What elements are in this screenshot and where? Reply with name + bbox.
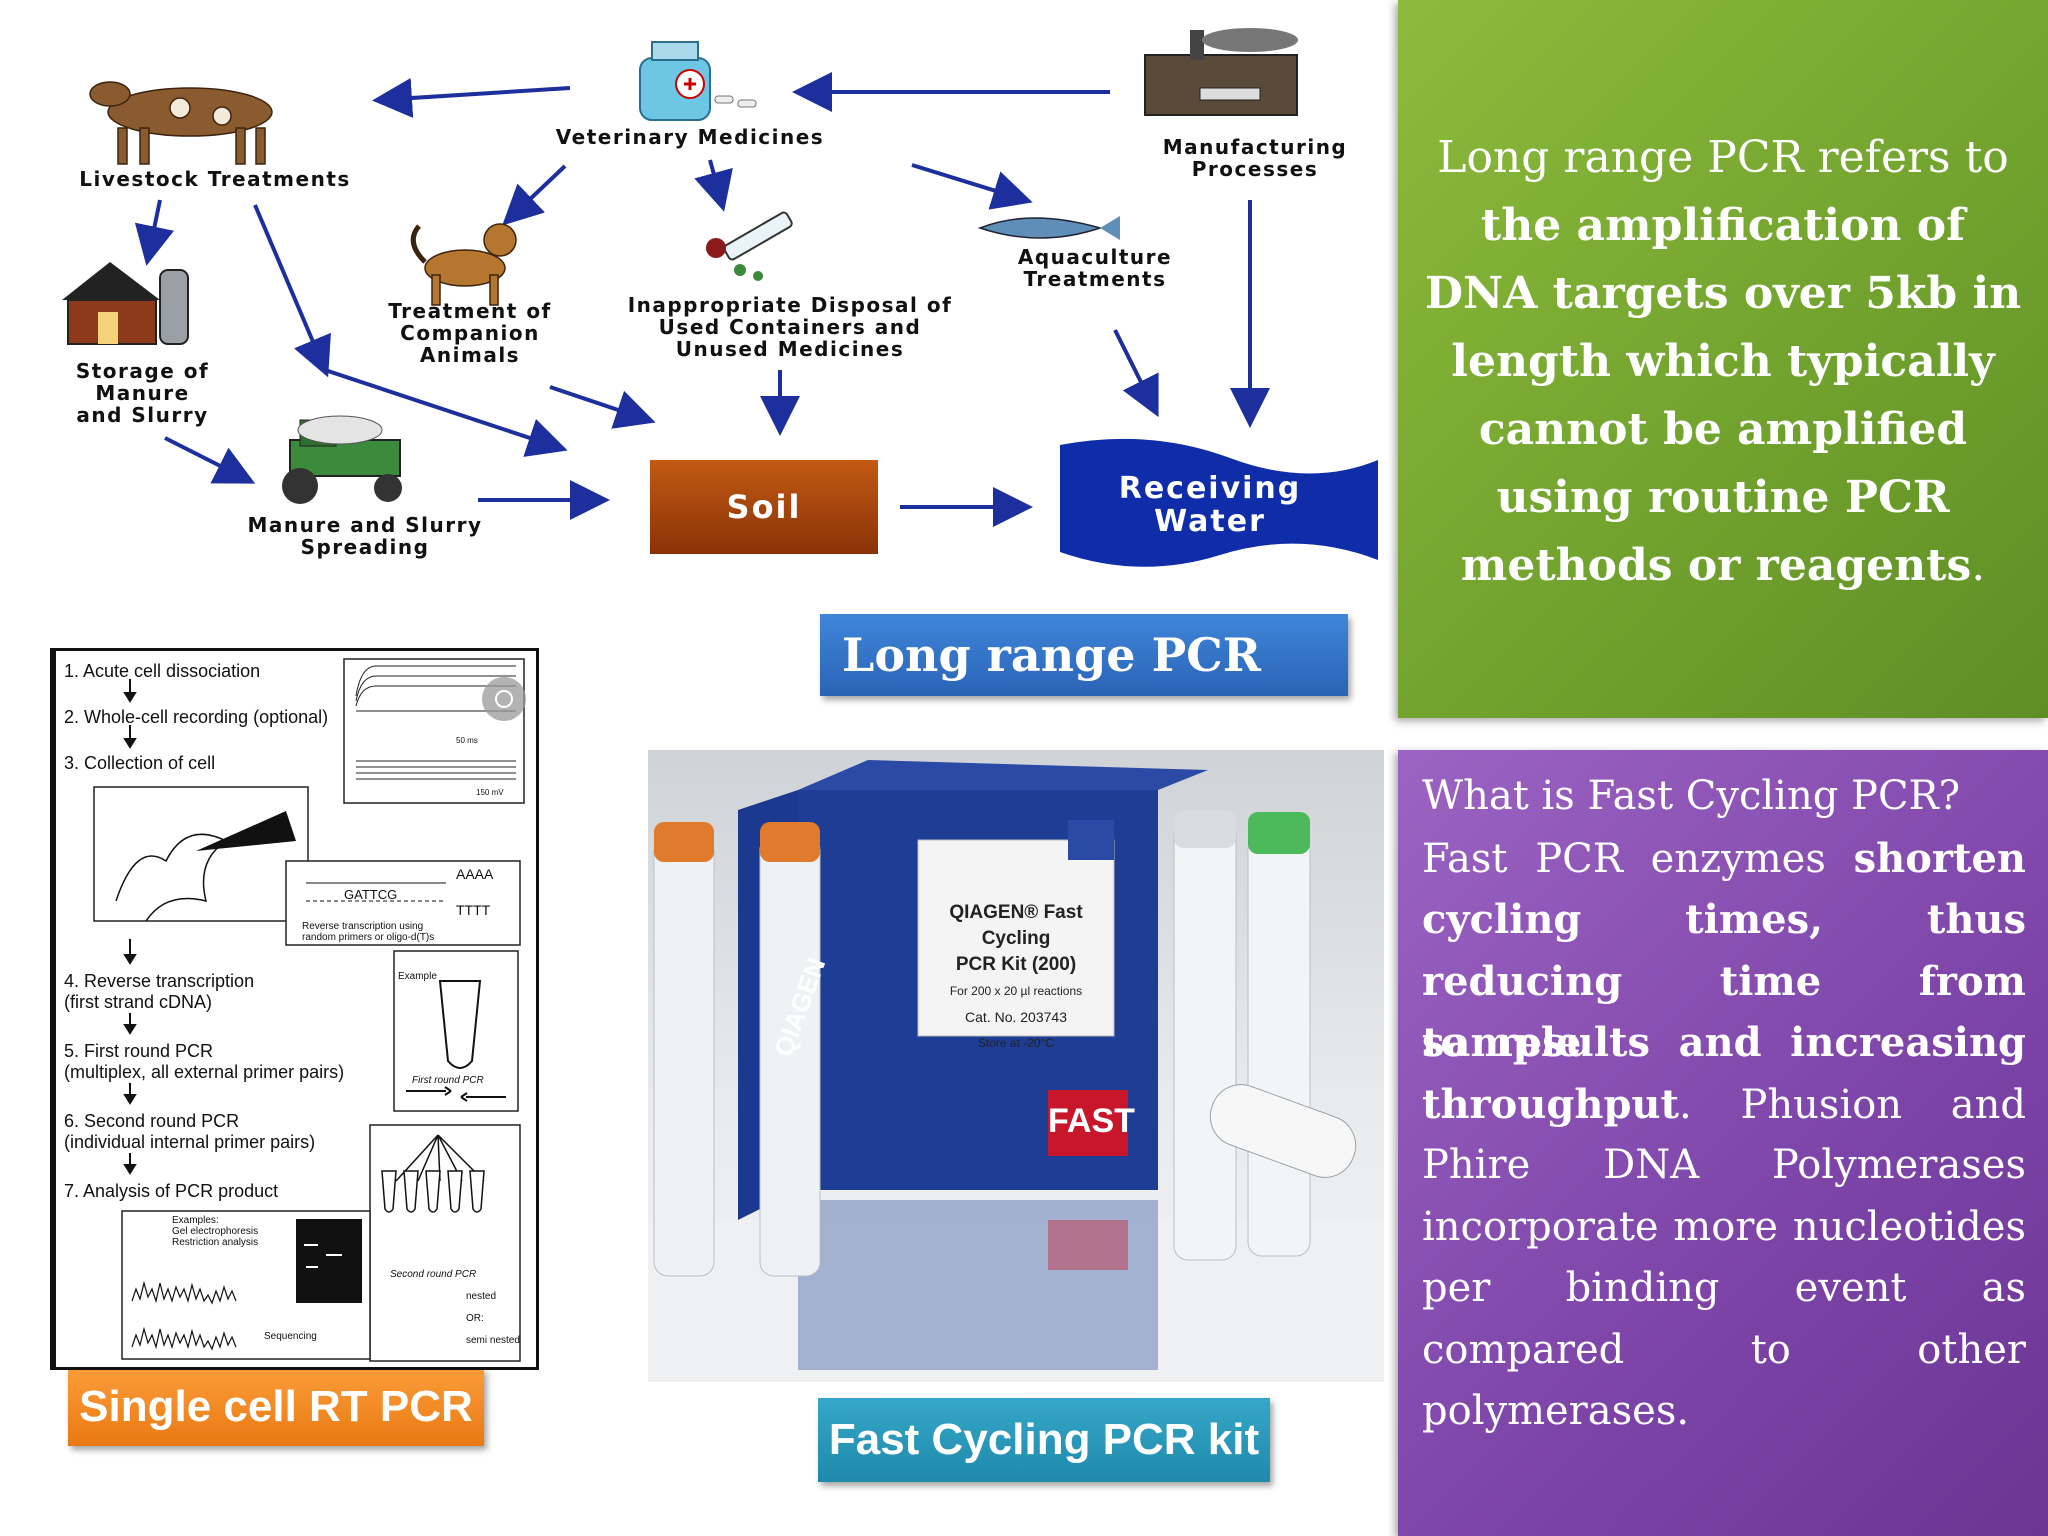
description-segment: Fast PCR enzymes	[1422, 835, 1854, 882]
description-line: reducing time from sample	[1422, 957, 2026, 1067]
description-bold-segment: throughput	[1422, 1080, 1679, 1128]
qiagen-fast-cycling-kit-photo: QIAGEN® Fast Cycling PCR Kit (200) For 2…	[648, 750, 1384, 1382]
definition-plain-start: Long range PCR refers to	[1437, 132, 2009, 183]
kit-label-catalog: Cat. No. 203743	[965, 1009, 1067, 1025]
medicine-bottle-icon	[639, 41, 757, 121]
single-cell-rt-pcr-protocol-figure: 1. Acute cell dissociation 2. Whole-cell…	[50, 648, 539, 1370]
fish-icon	[977, 216, 1120, 240]
label-receiving-water: Receiving Water	[1118, 471, 1302, 539]
description-line: per binding event as	[1422, 1265, 2026, 1311]
protocol-step-5: 5. First round PCR (multiplex, all exter…	[64, 1041, 345, 1082]
rt-note: Reverse transcription using random prime…	[302, 921, 435, 943]
long-range-pcr-definition: Long range PCR refers to the amplificati…	[1418, 124, 2028, 600]
kit-label-storage: Store at -20°C	[977, 1036, 1055, 1050]
semi-nested-label: semi nested	[466, 1335, 520, 1346]
label-companion-animals: Treatment of Companion Animals	[388, 299, 552, 367]
kit-photo-illustration	[648, 760, 1384, 1382]
soil-box: Soil	[650, 460, 878, 554]
tractor-icon	[282, 415, 402, 504]
description-line: Phire DNA Polymerases	[1422, 1142, 2026, 1188]
label-storage-manure: Storage of Manure and Slurry	[75, 359, 210, 427]
seq-aaaa: AAAA	[456, 866, 494, 882]
syringe-icon	[706, 211, 793, 281]
or-label: OR:	[466, 1313, 484, 1324]
description-line: incorporate more nucleotides	[1422, 1203, 2026, 1250]
first-round-label: First round PCR	[412, 1075, 484, 1086]
protocol-step-3: 3. Collection of cell	[64, 753, 216, 773]
fast-cycling-pcr-description: What is Fast Cycling PCR? Fast PCR enzym…	[1422, 766, 2026, 1443]
description-line: compared to other	[1422, 1326, 2026, 1373]
description-line: Fast PCR enzymes shorten	[1422, 828, 2026, 890]
description-bold-segment: shorten	[1853, 834, 2026, 882]
scale-label-mv: 150 mV	[476, 788, 504, 797]
label-aquaculture: Aquaculture Treatments	[1017, 245, 1173, 291]
veterinary-medicine-flow-diagram: Veterinary Medicines Livestock Treatment…	[0, 0, 1390, 600]
seq-tttt: TTTT	[456, 902, 491, 918]
protocol-step-6: 6. Second round PCR (individual internal…	[64, 1111, 316, 1152]
description-segment: . Phusion and	[1678, 1081, 2026, 1128]
barn-icon	[62, 262, 189, 345]
fast-cycling-pcr-kit-banner: Fast Cycling PCR kit	[818, 1398, 1270, 1482]
label-manure-spreading: Manure and Slurry Spreading	[247, 513, 483, 559]
camera-overlay-icon	[482, 677, 526, 721]
label-veterinary-medicines: Veterinary Medicines	[555, 125, 825, 149]
diagram-arrows	[62, 28, 1378, 567]
protocol-step-4: 4. Reverse transcription (first strand c…	[64, 971, 255, 1012]
receiving-water-shape	[1060, 438, 1378, 567]
label-livestock-treatments: Livestock Treatments	[79, 167, 351, 191]
label-manufacturing-processes: Manufacturing Processes	[1162, 135, 1348, 181]
nested-label: nested	[466, 1291, 497, 1302]
factory-icon	[1144, 28, 1298, 116]
kit-label-reactions: For 200 x 20 µl reactions	[949, 984, 1083, 998]
example-label: Example	[398, 971, 437, 982]
protocol-graphics	[93, 658, 526, 1362]
single-cell-rt-pcr-banner: Single cell RT PCR	[68, 1368, 484, 1446]
kit-label-name: QIAGEN® Fast Cycling	[949, 902, 1083, 949]
cow-icon	[89, 81, 273, 165]
label-inappropriate-disposal: Inappropriate Disposal of Used Container…	[627, 293, 953, 361]
dog-icon	[410, 223, 517, 306]
scale-label-ms: 50 ms	[456, 736, 478, 745]
protocol-step-2: 2. Whole-cell recording (optional)	[64, 707, 329, 727]
sequencing-label: Sequencing	[264, 1331, 317, 1342]
protocol-step-1: 1. Acute cell dissociation	[64, 661, 261, 681]
gel-image	[296, 1219, 362, 1303]
description-line: throughput. Phusion and	[1422, 1074, 2026, 1136]
description-line: to results and increasing	[1422, 1019, 2026, 1066]
description-line: What is Fast Cycling PCR?	[1422, 773, 1961, 819]
description-line: cycling times, thus	[1422, 896, 2026, 943]
seq-gattcg: GATTCG	[344, 887, 398, 902]
examples-label: Examples: Gel electrophoresis Restrictio…	[172, 1215, 259, 1248]
description-line: polymerases.	[1422, 1388, 1690, 1434]
kit-label: QIAGEN® Fast Cycling PCR Kit (200) For 2…	[918, 900, 1114, 1056]
fast-label: FAST	[1048, 1102, 1135, 1140]
second-round-label: Second round PCR	[390, 1269, 477, 1280]
kit-label-kit: PCR Kit (200)	[955, 954, 1077, 975]
fast-cycling-pcr-description-box: What is Fast Cycling PCR? Fast PCR enzym…	[1398, 750, 2048, 1536]
definition-bold: the amplification of DNA targets over 5k…	[1424, 200, 2022, 591]
long-range-pcr-definition-box: Long range PCR refers to the amplificati…	[1398, 0, 2048, 718]
protocol-step-7: 7. Analysis of PCR product	[64, 1181, 279, 1201]
definition-plain-end: .	[1971, 540, 1986, 591]
long-range-pcr-banner: Long range PCR	[820, 614, 1348, 696]
